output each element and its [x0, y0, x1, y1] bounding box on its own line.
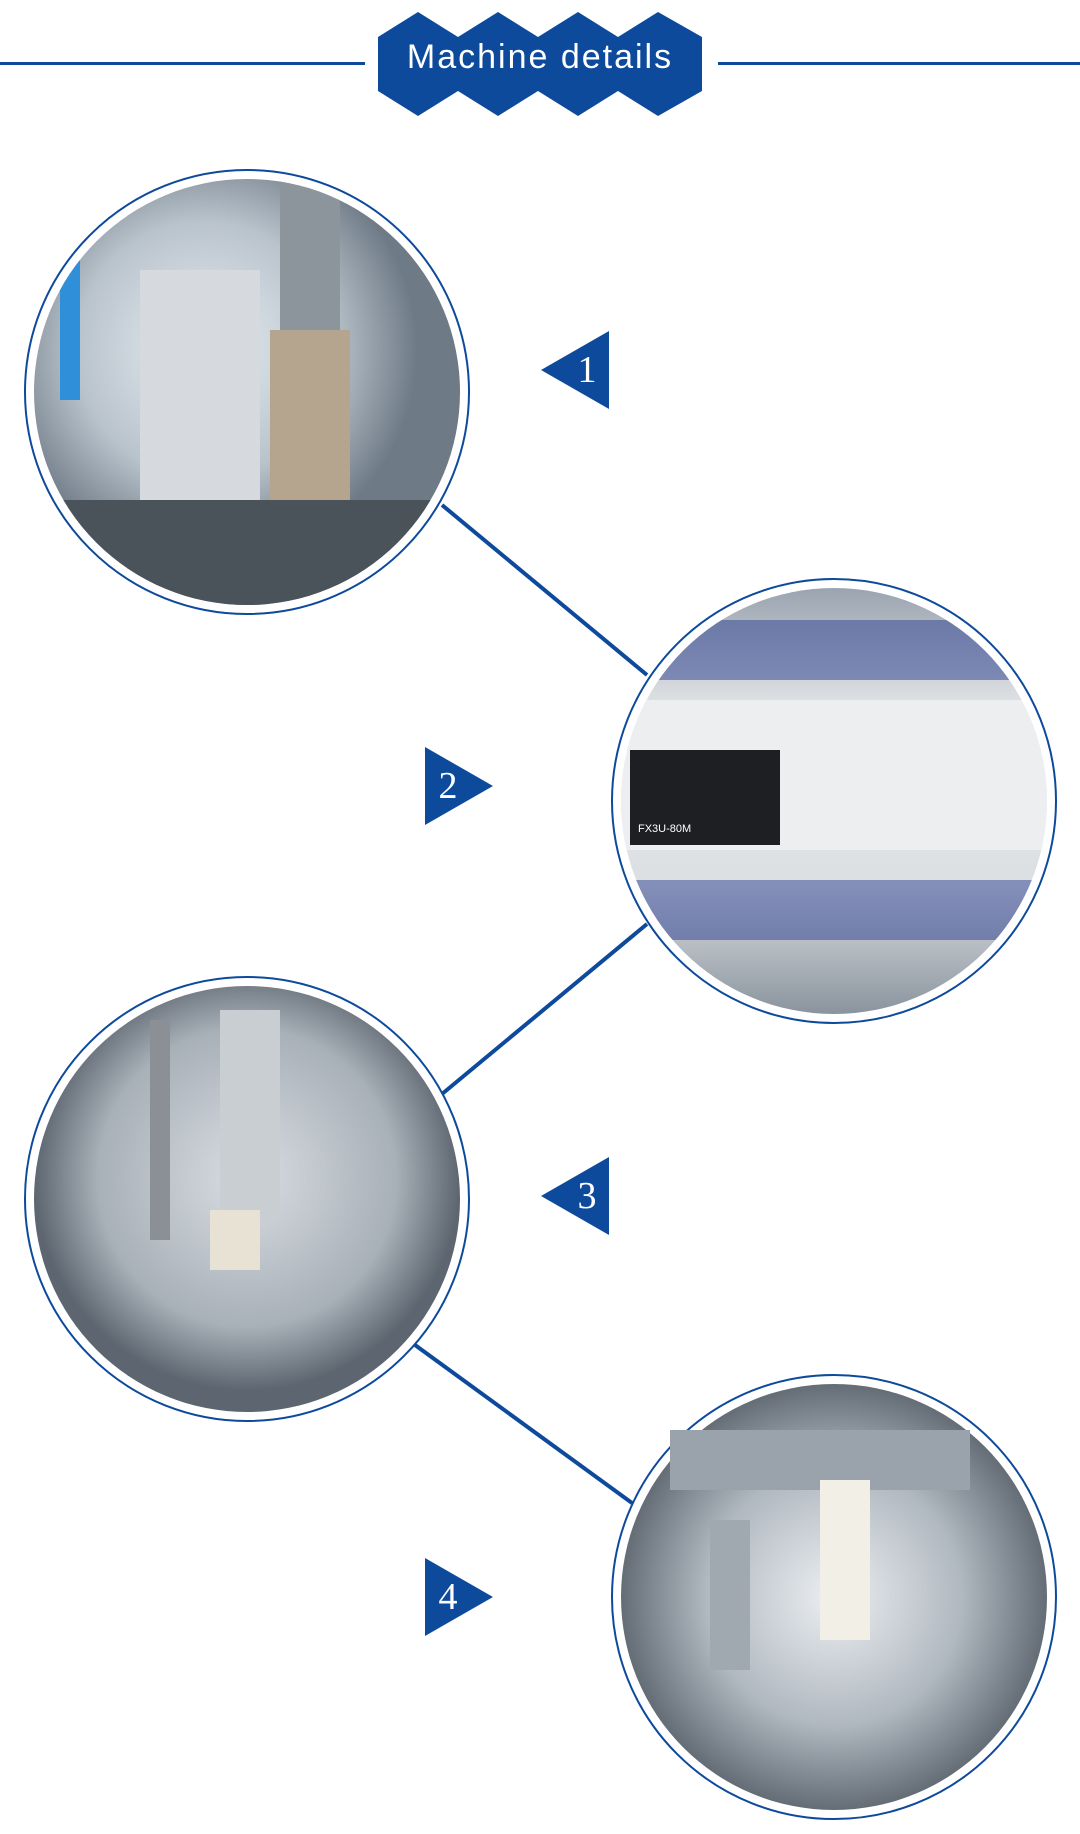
- plc-model-label: FX3U-80M: [638, 823, 692, 835]
- number-marker-4: [425, 1558, 493, 1636]
- connector-line: [413, 1343, 634, 1505]
- detail-number-2: 2: [438, 765, 458, 807]
- header-badge: [378, 12, 702, 116]
- detail-number-1: 1: [577, 349, 597, 391]
- connector-line: [440, 503, 649, 677]
- page-title: Machine details: [406, 38, 674, 76]
- detail-photo-3: [24, 976, 470, 1422]
- detail-photo-2: [611, 578, 1057, 1024]
- number-marker-1: [541, 331, 609, 409]
- detail-photo-4: [611, 1374, 1057, 1820]
- number-marker-3: [541, 1157, 609, 1235]
- connector-line: [440, 922, 649, 1096]
- detail-number-3: 3: [577, 1175, 597, 1217]
- header-line-left: [0, 62, 365, 65]
- detail-photo-1: [24, 169, 470, 615]
- number-marker-2: [425, 747, 493, 825]
- detail-number-4: 4: [438, 1576, 458, 1618]
- header-line-right: [718, 62, 1080, 65]
